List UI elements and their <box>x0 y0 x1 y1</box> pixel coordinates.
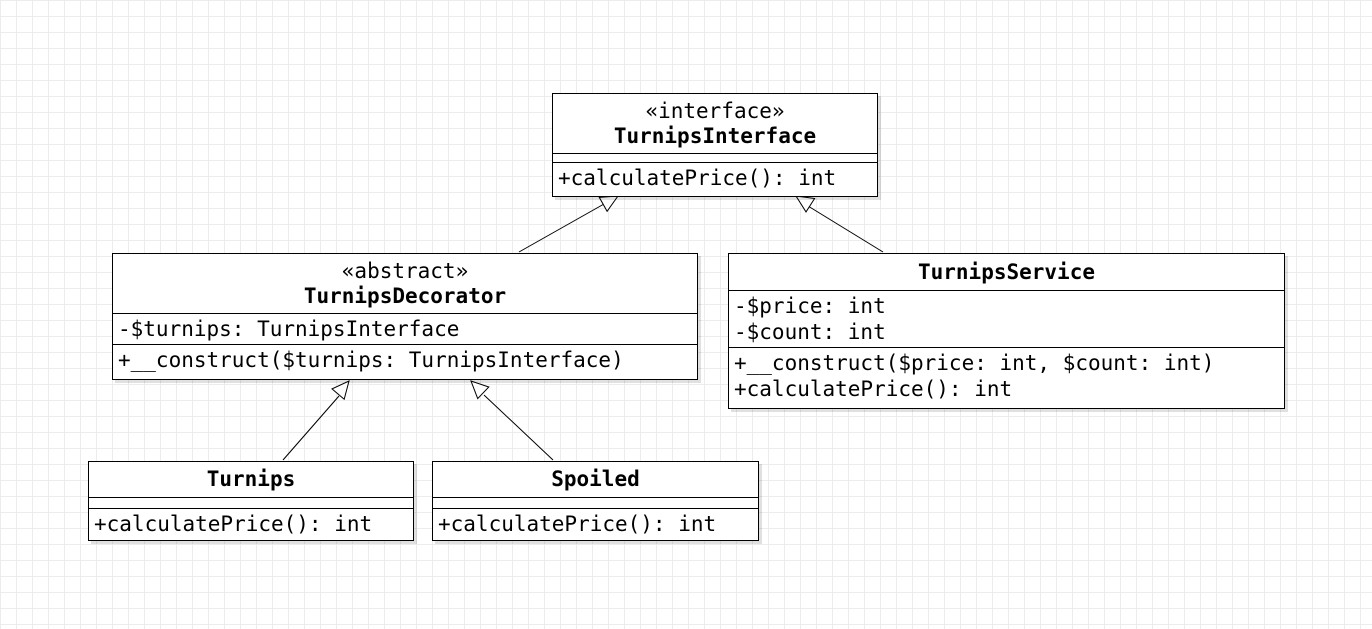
class-name: Spoiled <box>551 467 640 491</box>
relation-decorator-to-interface <box>518 203 605 253</box>
operations-section: +calculatePrice(): int <box>433 508 758 539</box>
class-name: TurnipsInterface <box>613 123 817 148</box>
attribute: -$turnips: TurnipsInterface <box>118 317 460 341</box>
operations-section: +__construct($price: int, $count: int) +… <box>729 347 1284 404</box>
class-header: «abstract» TurnipsDecorator <box>113 254 697 314</box>
arrowhead-turnips-decorator <box>331 380 350 401</box>
relation-service-to-interface <box>807 205 884 253</box>
attributes-section: -$turnips: TurnipsInterface <box>113 314 697 344</box>
attribute: -$price: int <box>734 294 886 318</box>
class-header: Spoiled <box>433 462 758 498</box>
class-header: TurnipsService <box>729 254 1284 291</box>
class-header: «interface» TurnipsInterface <box>553 94 877 154</box>
class-turnips-decorator[interactable]: «abstract» TurnipsDecorator -$turnips: T… <box>112 253 698 380</box>
relation-turnips-to-decorator <box>282 395 340 461</box>
operation: +calculatePrice(): int <box>94 512 373 536</box>
attributes-section <box>553 154 877 162</box>
class-name: TurnipsService <box>917 259 1095 284</box>
attribute: -$count: int <box>734 320 886 344</box>
relation-spoiled-to-decorator <box>483 394 554 461</box>
operation: +calculatePrice(): int <box>734 377 1013 401</box>
class-spoiled[interactable]: Spoiled +calculatePrice(): int <box>432 461 759 541</box>
arrowhead-service-interface <box>795 195 816 213</box>
attributes-section <box>89 498 413 508</box>
class-header: Turnips <box>89 462 413 498</box>
operations-section: +calculatePrice(): int <box>89 508 413 539</box>
class-name: TurnipsDecorator <box>303 283 507 308</box>
arrowhead-spoiled-decorator <box>470 380 490 400</box>
attributes-section: -$price: int -$count: int <box>729 291 1284 347</box>
operations-section: +__construct($turnips: TurnipsInterface) <box>113 344 697 375</box>
operations-section: +calculatePrice(): int <box>553 162 877 193</box>
arrowhead-decorator-interface <box>598 195 620 213</box>
operation: +__construct($price: int, $count: int) <box>734 351 1215 375</box>
class-turnips-service[interactable]: TurnipsService -$price: int -$count: int… <box>728 253 1285 409</box>
operation: +calculatePrice(): int <box>558 166 837 190</box>
attributes-section <box>433 498 758 508</box>
class-turnips[interactable]: Turnips +calculatePrice(): int <box>88 461 414 541</box>
operation: +calculatePrice(): int <box>438 512 717 536</box>
class-turnips-interface[interactable]: «interface» TurnipsInterface +calculateP… <box>552 93 878 197</box>
stereotype: «abstract» <box>341 258 469 283</box>
stereotype: «interface» <box>645 98 785 123</box>
class-name: Turnips <box>206 467 296 491</box>
operation: +__construct($turnips: TurnipsInterface) <box>118 348 624 372</box>
